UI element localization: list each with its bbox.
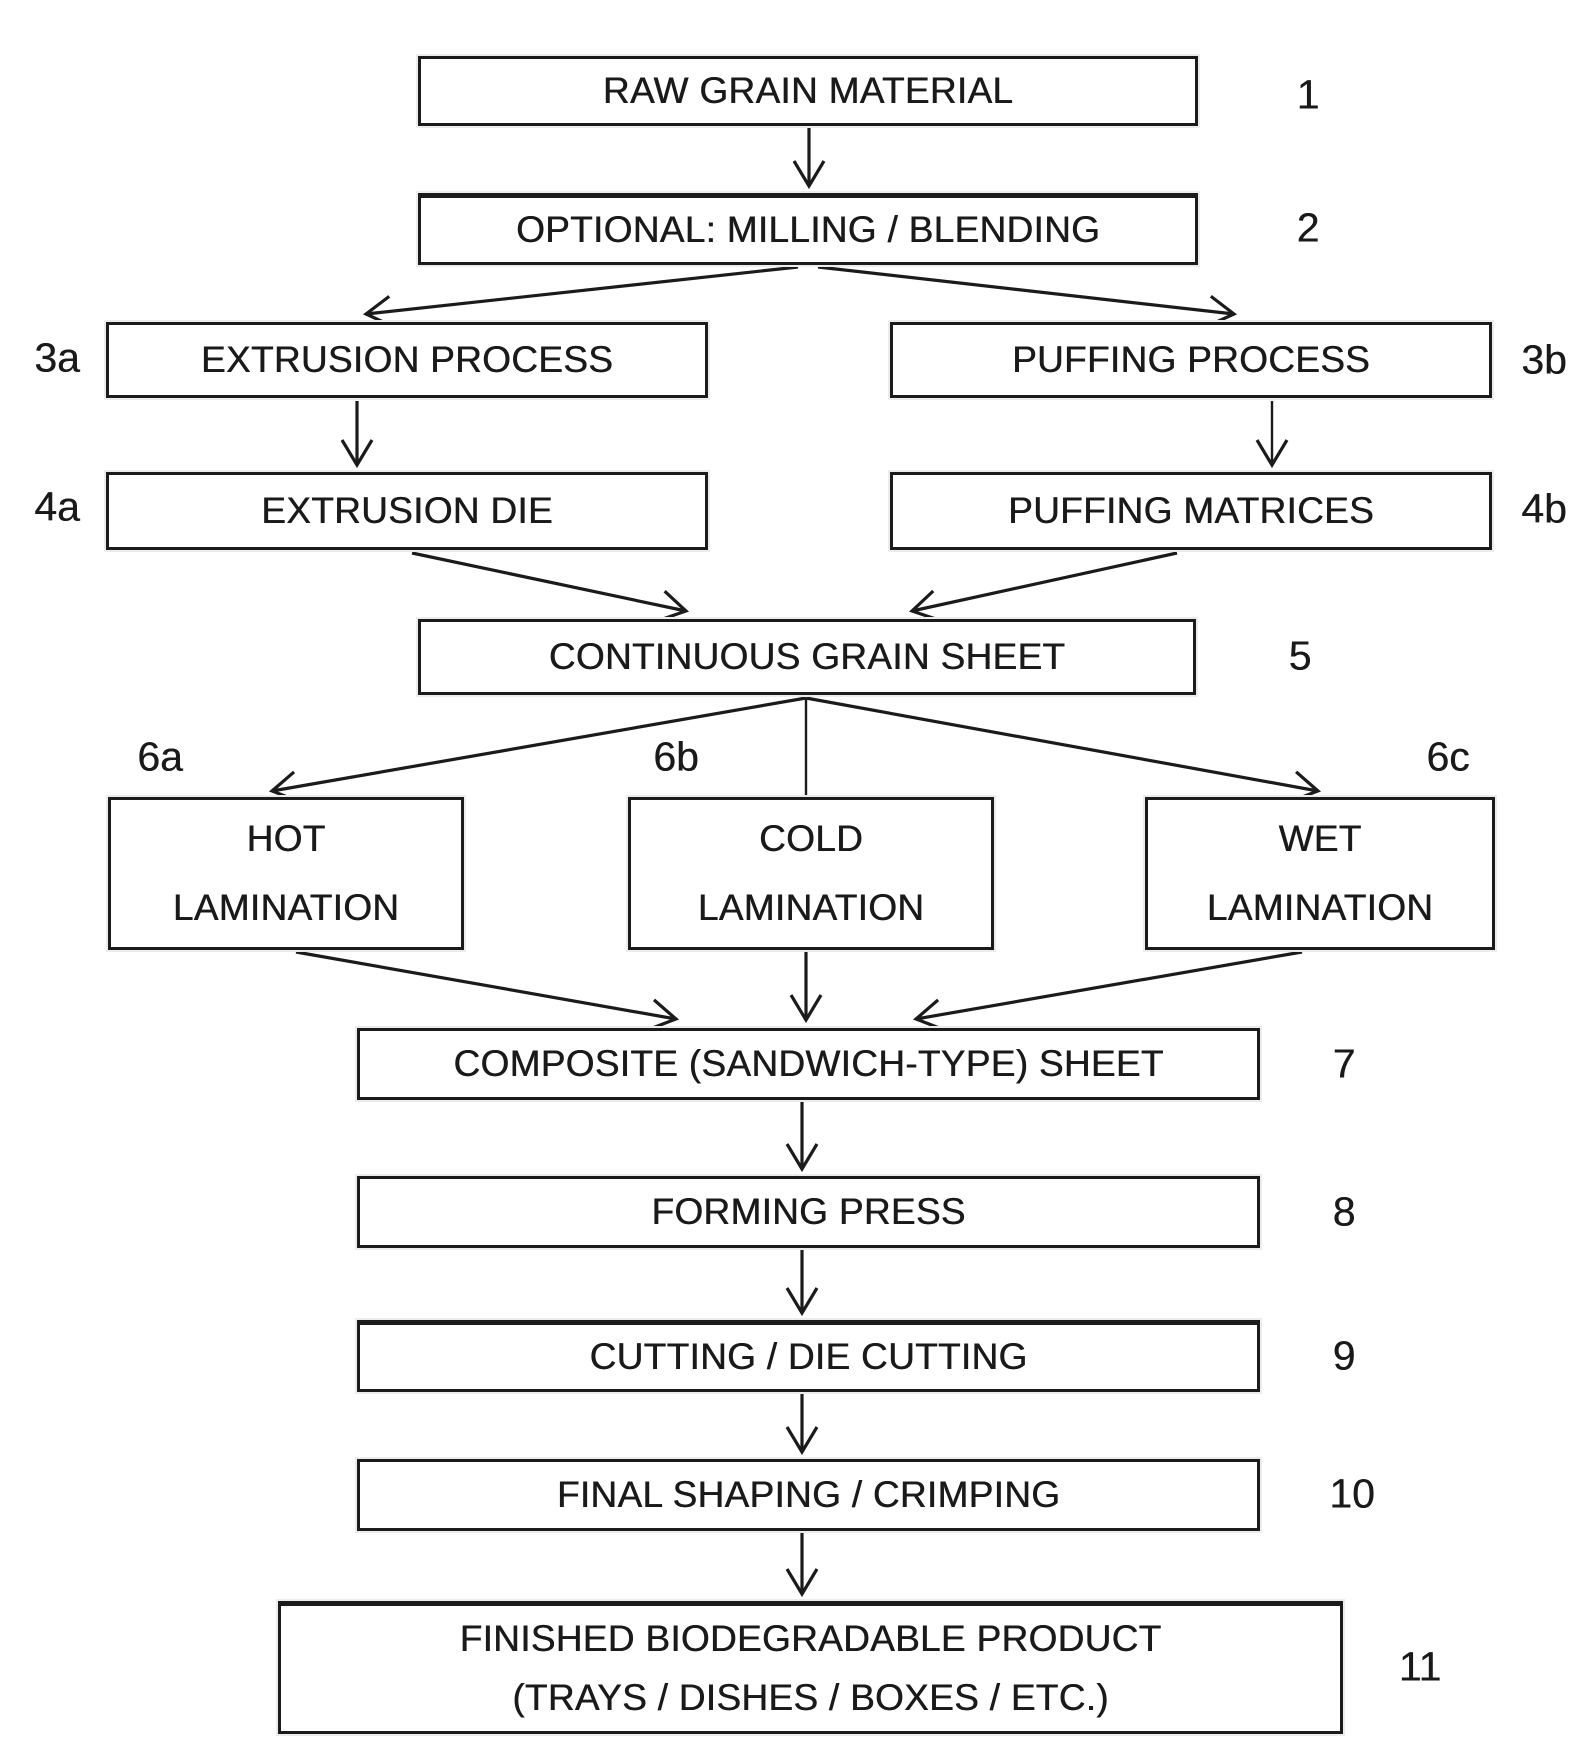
node-label: LAMINATION xyxy=(1206,886,1434,928)
node-label: CONTINUOUS GRAIN SHEET xyxy=(548,635,1066,677)
ref-label-6c: 6c xyxy=(1426,733,1470,780)
node-label: COLD xyxy=(759,817,863,859)
edge-2-to-3b xyxy=(817,265,1238,328)
node-forming-press: FORMING PRESS xyxy=(355,1174,1262,1250)
node-label: LAMINATION xyxy=(172,886,400,928)
node-puffing-process: PUFFING PROCESS xyxy=(888,320,1494,400)
node-label: EXTRUSION PROCESS xyxy=(200,338,614,380)
ref-label-5: 5 xyxy=(1288,632,1312,679)
ref-label-1: 1 xyxy=(1296,71,1320,118)
ref-label-4b: 4b xyxy=(1521,485,1567,532)
node-label: OPTIONAL: MILLING / BLENDING xyxy=(515,208,1101,250)
ref-label-4a: 4a xyxy=(34,483,80,530)
node-puffing-matrices: PUFFING MATRICES xyxy=(888,470,1494,552)
edge-4a-to-5 xyxy=(411,551,690,623)
node-composite-sandwich-type-sheet: COMPOSITE (SANDWICH-TYPE) SHEET xyxy=(355,1026,1262,1102)
ref-label-6b: 6b xyxy=(653,733,699,780)
ref-label-8: 8 xyxy=(1332,1188,1356,1235)
ref-label-3a: 3a xyxy=(34,334,80,381)
node-raw-grain-material: RAW GRAIN MATERIAL xyxy=(416,54,1200,128)
node-label: CUTTING / DIE CUTTING xyxy=(589,1335,1028,1377)
node-label: (TRAYS / DISHES / BOXES / ETC.) xyxy=(512,1676,1109,1718)
node-final-shaping-crimping: FINAL SHAPING / CRIMPING xyxy=(355,1457,1262,1533)
ref-label-3b: 3b xyxy=(1521,336,1567,383)
node-finished-biodegradable-product: FINISHED BIODEGRADABLE PRODUCT (TRAYS / … xyxy=(276,1599,1345,1736)
edge-5-to-6a xyxy=(268,696,807,803)
node-hot-lamination: HOT LAMINATION xyxy=(106,795,466,952)
node-label: FINISHED BIODEGRADABLE PRODUCT xyxy=(459,1617,1162,1659)
edge-2-to-3a xyxy=(362,265,799,328)
edge-4b-to-5 xyxy=(908,551,1178,622)
ref-label-11: 11 xyxy=(1398,1643,1442,1690)
edge-6a-to-7 xyxy=(295,950,680,1031)
node-cutting-die-cutting: CUTTING / DIE CUTTING xyxy=(355,1318,1262,1394)
edge-5-to-6c xyxy=(805,696,1322,803)
node-label: LAMINATION xyxy=(697,886,925,928)
node-label: PUFFING MATRICES xyxy=(1008,489,1374,531)
node-label: EXTRUSION DIE xyxy=(261,489,553,531)
node-extrusion-die: EXTRUSION DIE xyxy=(104,470,710,552)
node-label: FINAL SHAPING / CRIMPING xyxy=(556,1473,1061,1515)
node-continuous-grain-sheet: CONTINUOUS GRAIN SHEET xyxy=(416,617,1198,697)
ref-label-7: 7 xyxy=(1332,1040,1356,1087)
node-extrusion-process: EXTRUSION PROCESS xyxy=(104,320,710,400)
node-label: FORMING PRESS xyxy=(651,1190,966,1232)
node-wet-lamination: WET LAMINATION xyxy=(1143,795,1497,952)
ref-label-9: 9 xyxy=(1332,1332,1356,1379)
edge-6c-to-7 xyxy=(912,950,1303,1031)
node-label: RAW GRAIN MATERIAL xyxy=(602,69,1014,111)
node-label: PUFFING PROCESS xyxy=(1011,338,1371,380)
ref-label-6a: 6a xyxy=(137,733,183,780)
node-cold-lamination: COLD LAMINATION xyxy=(626,795,996,952)
node-label: COMPOSITE (SANDWICH-TYPE) SHEET xyxy=(453,1042,1164,1084)
node-label: HOT xyxy=(246,817,326,859)
ref-label-2: 2 xyxy=(1296,204,1320,251)
node-label: WET xyxy=(1278,817,1362,859)
ref-label-10: 10 xyxy=(1329,1470,1375,1517)
node-optional-milling-blending: OPTIONAL: MILLING / BLENDING xyxy=(416,191,1200,267)
